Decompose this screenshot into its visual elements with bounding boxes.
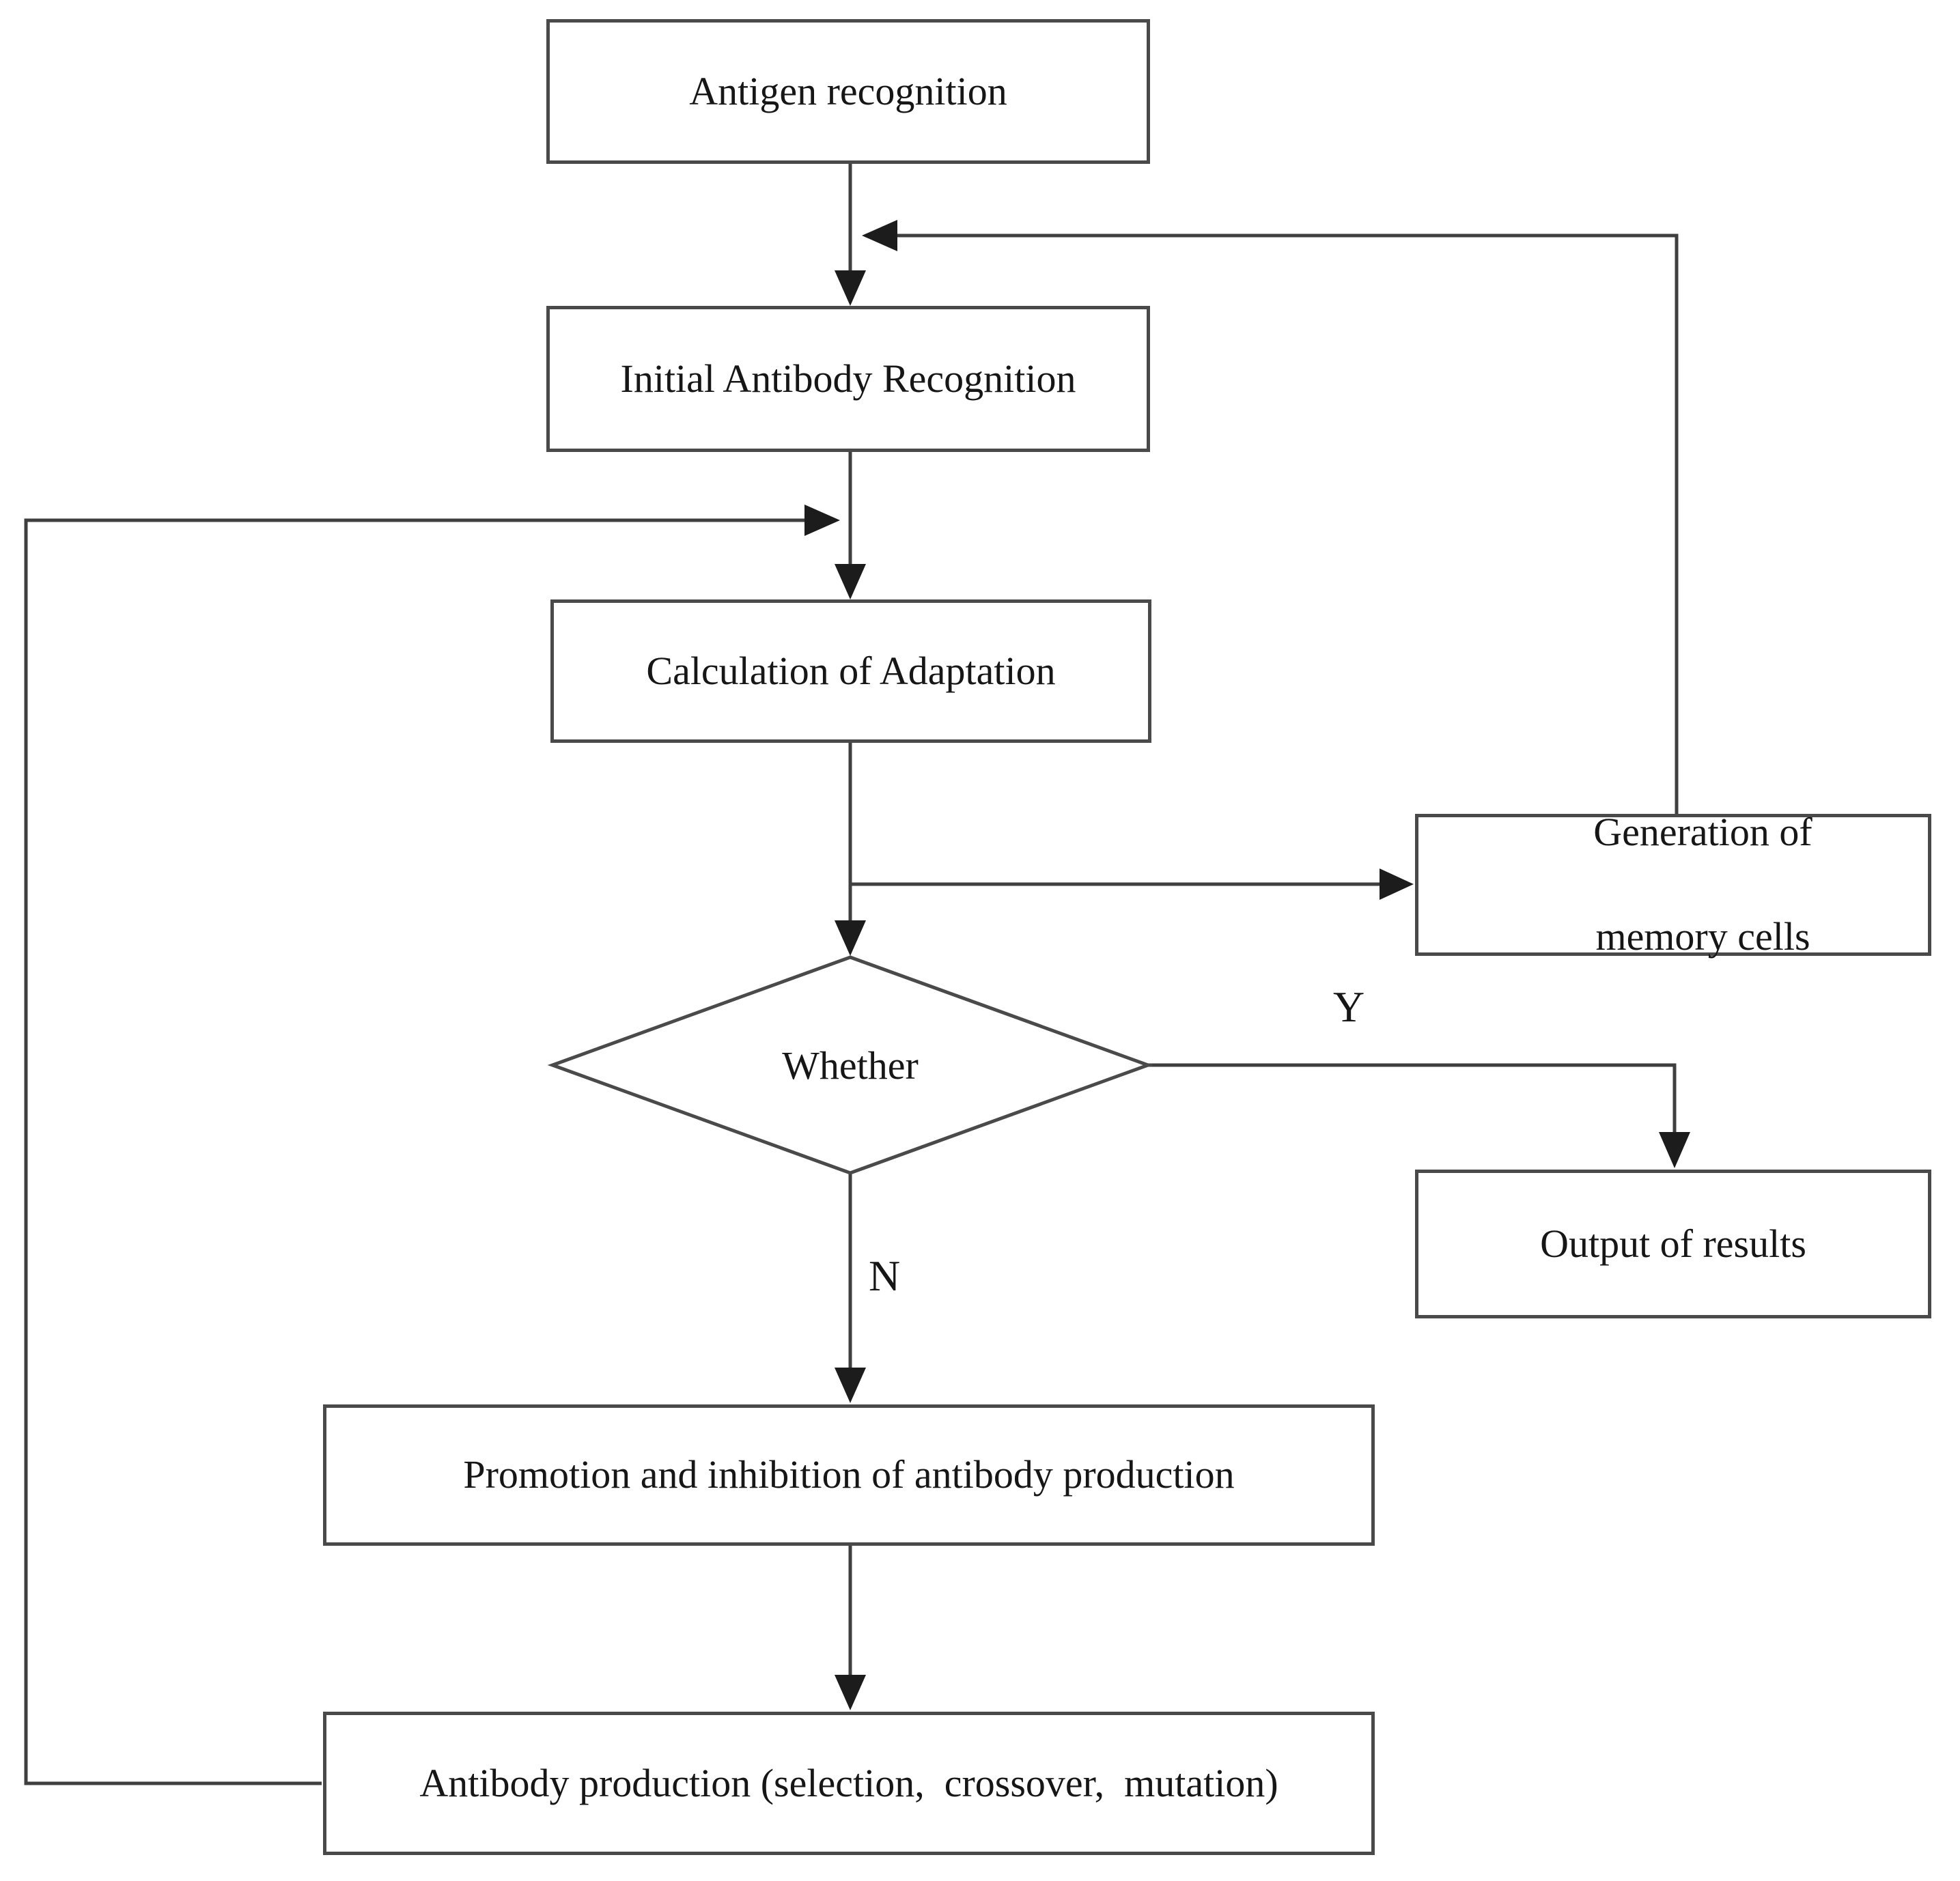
arrowhead-into-output [1659, 1132, 1690, 1168]
edge-yes-to-output [1148, 1063, 1677, 1133]
node-antigen-recognition: Antigen recognition [546, 19, 1150, 164]
edge-memory-feedback [896, 234, 1679, 814]
node-initial-antibody-recognition: Initial Antibody Recognition [546, 306, 1150, 452]
edge-label-yes: Y [1333, 982, 1365, 1031]
node-antibody-production-label: Antibody production (selection, crossove… [419, 1760, 1278, 1805]
node-output-of-results: Output of results [1415, 1170, 1931, 1318]
arrowhead-into-memory [1380, 868, 1414, 900]
memory-label-line2: memory cells [1595, 914, 1810, 959]
decision-diamond-whether [547, 955, 1153, 1175]
node-generation-of-memory-cells: Generation of memory cells [1415, 810, 1931, 959]
edge-antibody-feedback [24, 518, 806, 1785]
node-promotion-inhibition: Promotion and inhibition of antibody pro… [323, 1404, 1375, 1546]
arrowhead-into-calculation [835, 564, 866, 599]
edge-label-no: N [869, 1251, 901, 1300]
node-generation-of-memory-cells-label: Generation of memory cells [1534, 754, 1812, 1016]
node-output-of-results-label: Output of results [1540, 1221, 1806, 1266]
arrowhead-antibody-feedback [804, 505, 840, 536]
arrowhead-into-promotion [835, 1368, 866, 1403]
memory-label-line1: Generation of [1593, 810, 1812, 855]
node-antibody-production: Antibody production (selection, crossove… [323, 1712, 1375, 1855]
node-initial-antibody-recognition-label: Initial Antibody Recognition [620, 356, 1076, 401]
node-calculation-of-adaptation-label: Calculation of Adaptation [646, 648, 1056, 693]
node-promotion-inhibition-label: Promotion and inhibition of antibody pro… [463, 1452, 1235, 1497]
arrowhead-into-initial [835, 270, 866, 306]
node-antigen-recognition-label: Antigen recognition [689, 68, 1007, 113]
arrowhead-into-whether [835, 920, 866, 956]
node-whether-label: Whether [782, 1043, 919, 1088]
arrowhead-into-antibody [835, 1675, 866, 1710]
node-whether: Whether [552, 957, 1148, 1173]
node-calculation-of-adaptation: Calculation of Adaptation [550, 599, 1151, 743]
arrowhead-memory-feedback [862, 220, 897, 251]
